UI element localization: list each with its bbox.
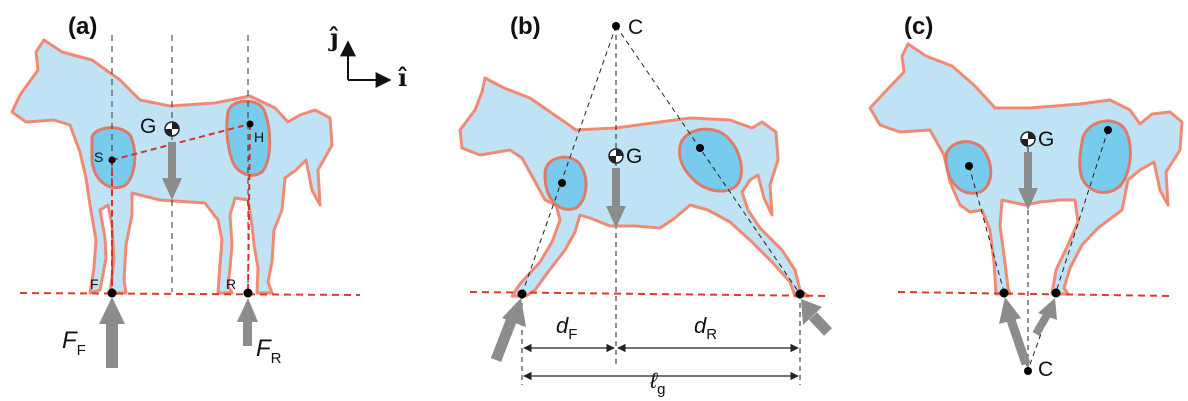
rear-reaction-arrow-c <box>1032 298 1057 337</box>
point-H <box>246 120 254 128</box>
ground-line-a <box>19 292 361 296</box>
label-H: H <box>254 129 264 145</box>
gravity-arrow-c <box>1018 152 1038 210</box>
center-of-mass-symbol-a <box>164 121 180 137</box>
rear-foot-point-c <box>1051 288 1061 298</box>
horse-body-b <box>458 76 810 298</box>
axis-j-label: ĵ <box>328 23 339 52</box>
rear-limb-line-c <box>1055 129 1109 293</box>
hip-muscle-c <box>1078 119 1132 194</box>
panel-a-label: (a) <box>68 13 97 40</box>
panel-c: (c) G C <box>868 13 1184 381</box>
label-G-c: G <box>1038 128 1054 151</box>
label-R: R <box>226 276 236 292</box>
ground-line-c <box>897 291 1173 297</box>
front-limb-line-c <box>968 165 1005 293</box>
label-C-b: C <box>628 16 643 39</box>
unit-axes: ĵ î <box>328 23 407 92</box>
label-C-c: C <box>1038 358 1053 381</box>
rear-force-arrow <box>237 298 258 346</box>
center-of-mass-symbol-b <box>608 148 624 164</box>
point-R <box>243 288 253 298</box>
label-F: F <box>90 276 99 292</box>
label-S: S <box>94 149 103 165</box>
label-lg: ℓg <box>649 368 665 398</box>
shoulder-point-b <box>558 179 566 187</box>
line-C-front <box>521 25 617 295</box>
panel-a: (a) G S H F R <box>10 13 407 368</box>
point-F <box>107 288 117 298</box>
front-reaction-arrow-b <box>490 298 526 362</box>
ground-line-b <box>469 291 831 297</box>
label-dF: dF <box>556 313 577 343</box>
front-force-arrow <box>99 297 125 368</box>
axis-i-label: î <box>398 63 407 92</box>
panel-b-label: (b) <box>510 13 541 40</box>
panel-c-label: (c) <box>904 13 933 40</box>
gravity-arrow-a <box>162 142 182 200</box>
rear-foot-point-b <box>795 289 805 299</box>
label-G-a: G <box>140 115 156 138</box>
shoulder-hip-line <box>111 123 251 161</box>
label-force-front: FF <box>62 327 86 359</box>
front-reaction-arrow-c <box>999 297 1031 366</box>
hip-muscle-b <box>678 127 743 193</box>
label-force-rear: FR <box>256 335 282 367</box>
front-foot-point-c <box>999 288 1009 298</box>
shoulder-point-c <box>965 162 973 170</box>
hip-point-b <box>696 144 704 152</box>
point-C-c <box>1024 367 1032 375</box>
center-of-mass-symbol-c <box>1020 131 1036 147</box>
point-C-b <box>612 22 620 30</box>
gravity-arrow-b <box>606 168 626 228</box>
front-foot-point-b <box>517 289 527 299</box>
rear-limb-line <box>247 123 251 293</box>
line-C-rear <box>615 25 801 295</box>
label-G-b: G <box>626 145 642 168</box>
panel-b: (b) C G <box>458 13 833 398</box>
label-dR: dR <box>694 313 717 343</box>
hip-point-c <box>1104 126 1112 134</box>
point-S <box>108 156 116 164</box>
rear-reaction-arrow-b <box>801 299 833 336</box>
